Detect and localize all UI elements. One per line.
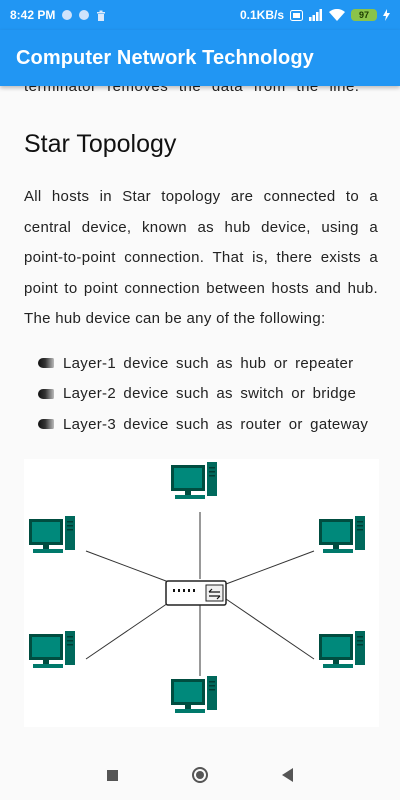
- desktop-computer-icon: [29, 631, 75, 668]
- signal-icon: [309, 9, 322, 21]
- navigation-bar: [0, 750, 400, 800]
- content-scroll-area[interactable]: terminator removes the data from the lin…: [0, 86, 400, 750]
- trash-icon: [97, 10, 106, 21]
- notification-icon: [79, 10, 90, 20]
- topology-paragraph: All hosts in Star topology are connected…: [24, 188, 378, 327]
- desktop-computer-icon: [171, 676, 217, 713]
- app-bar: Computer Network Technology: [0, 30, 400, 86]
- desktop-computer-icon: [29, 516, 75, 553]
- star-topology-diagram: [24, 459, 379, 727]
- status-time: 8:42 PM: [10, 8, 56, 22]
- section-heading: Star Topology: [24, 130, 177, 158]
- status-right: 0.1KB/s 97: [240, 8, 390, 22]
- device-list: Layer-1 device such as hub or repeater L…: [38, 348, 383, 440]
- bullet-icon: [38, 388, 54, 399]
- status-bar: 8:42 PM 0.1KB/s 97: [0, 0, 400, 30]
- hub-switch-icon: [165, 580, 227, 606]
- battery-icon: 97: [351, 9, 377, 21]
- recents-button[interactable]: [107, 769, 118, 781]
- list-item: Layer-1 device such as hub or repeater: [38, 348, 383, 379]
- bullet-icon: [38, 419, 54, 430]
- list-item-text: Layer-2 device such as switch or bridge: [63, 385, 357, 403]
- diagram-svg: [29, 462, 365, 713]
- back-button[interactable]: [282, 768, 293, 782]
- clipped-paragraph-line: terminator removes the data from the lin…: [24, 86, 360, 95]
- app-title: Computer Network Technology: [16, 46, 314, 69]
- home-button[interactable]: [192, 767, 208, 783]
- wifi-icon: [329, 9, 345, 21]
- list-item-text: Layer-3 device such as router or gateway: [63, 415, 369, 433]
- desktop-computer-icon: [319, 631, 365, 668]
- list-item: Layer-2 device such as switch or bridge: [38, 379, 383, 410]
- desktop-computer-icon: [319, 516, 365, 553]
- bullet-icon: [38, 358, 54, 369]
- network-speed: 0.1KB/s: [239, 8, 284, 22]
- connection-lines: [85, 512, 315, 676]
- status-left: 8:42 PM: [10, 8, 106, 22]
- volte-icon: [290, 9, 303, 21]
- charging-icon: [383, 9, 390, 21]
- desktop-computer-icon: [171, 462, 217, 499]
- notification-icon: [62, 10, 73, 20]
- list-item-text: Layer-1 device such as hub or repeater: [63, 354, 354, 372]
- list-item: Layer-3 device such as router or gateway: [38, 409, 383, 440]
